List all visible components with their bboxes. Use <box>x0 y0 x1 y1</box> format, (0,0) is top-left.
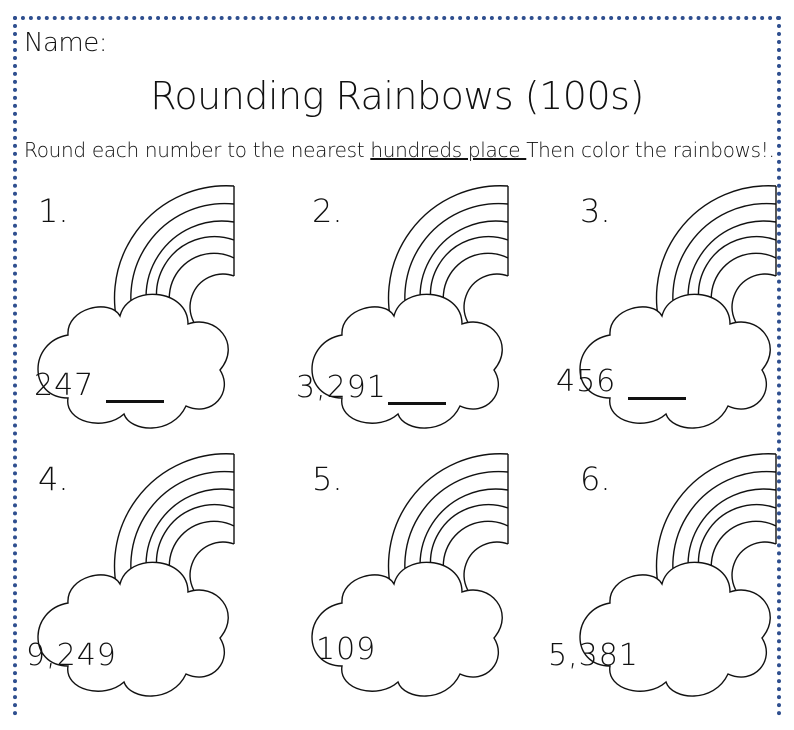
answer-blank[interactable] <box>628 397 686 400</box>
problem-value: 247 <box>34 368 95 403</box>
problem-number: 4. <box>38 460 69 498</box>
cloud-shape <box>311 293 503 429</box>
cloud-shape <box>37 293 229 429</box>
worksheet-title: Rounding Rainbows (100s) <box>150 74 644 118</box>
answer-blank[interactable] <box>106 400 164 403</box>
rainbow-arc-1 <box>113 453 235 607</box>
rainbow-arc-1 <box>113 185 235 339</box>
dotted-border <box>13 16 781 716</box>
answer-blank[interactable] <box>388 402 446 405</box>
problem-value: 109 <box>316 632 377 667</box>
cloud-shape <box>311 561 503 697</box>
rainbow-cloud-icon <box>311 185 509 429</box>
instructions-text-end: Then color the rainbows!. <box>526 138 775 162</box>
problem-number: 6. <box>580 460 611 498</box>
problem-value: 5,381 <box>548 638 639 673</box>
problem-number: 3. <box>580 192 611 230</box>
rainbow-cloud-icon <box>311 453 509 697</box>
problem-number: 5. <box>312 460 343 498</box>
problem-number: 2. <box>312 192 343 230</box>
rainbow-arc-1 <box>655 453 777 607</box>
instructions-underlined: hundreds place <box>370 138 527 162</box>
rainbow-cloud-icon <box>37 453 235 697</box>
problem-value: 9,249 <box>26 638 117 673</box>
rainbow-cloud-icon <box>37 185 235 429</box>
problem-value: 3,291 <box>296 370 387 405</box>
rainbow-cloud-icon <box>579 453 777 697</box>
cloud-shape <box>579 561 771 697</box>
instructions: Round each number to the nearest hundred… <box>24 138 784 162</box>
rainbow-cloud-icon <box>579 185 777 429</box>
instructions-text-start: Round each number to the nearest <box>24 138 371 162</box>
name-label: Name: <box>24 28 107 58</box>
rainbow-arc-1 <box>655 185 777 339</box>
problem-value: 456 <box>556 364 617 399</box>
rainbow-arc-1 <box>387 185 509 339</box>
rainbow-arc-1 <box>387 453 509 607</box>
cloud-shape <box>579 293 771 429</box>
problem-number: 1. <box>38 192 69 230</box>
cloud-shape <box>37 561 229 697</box>
